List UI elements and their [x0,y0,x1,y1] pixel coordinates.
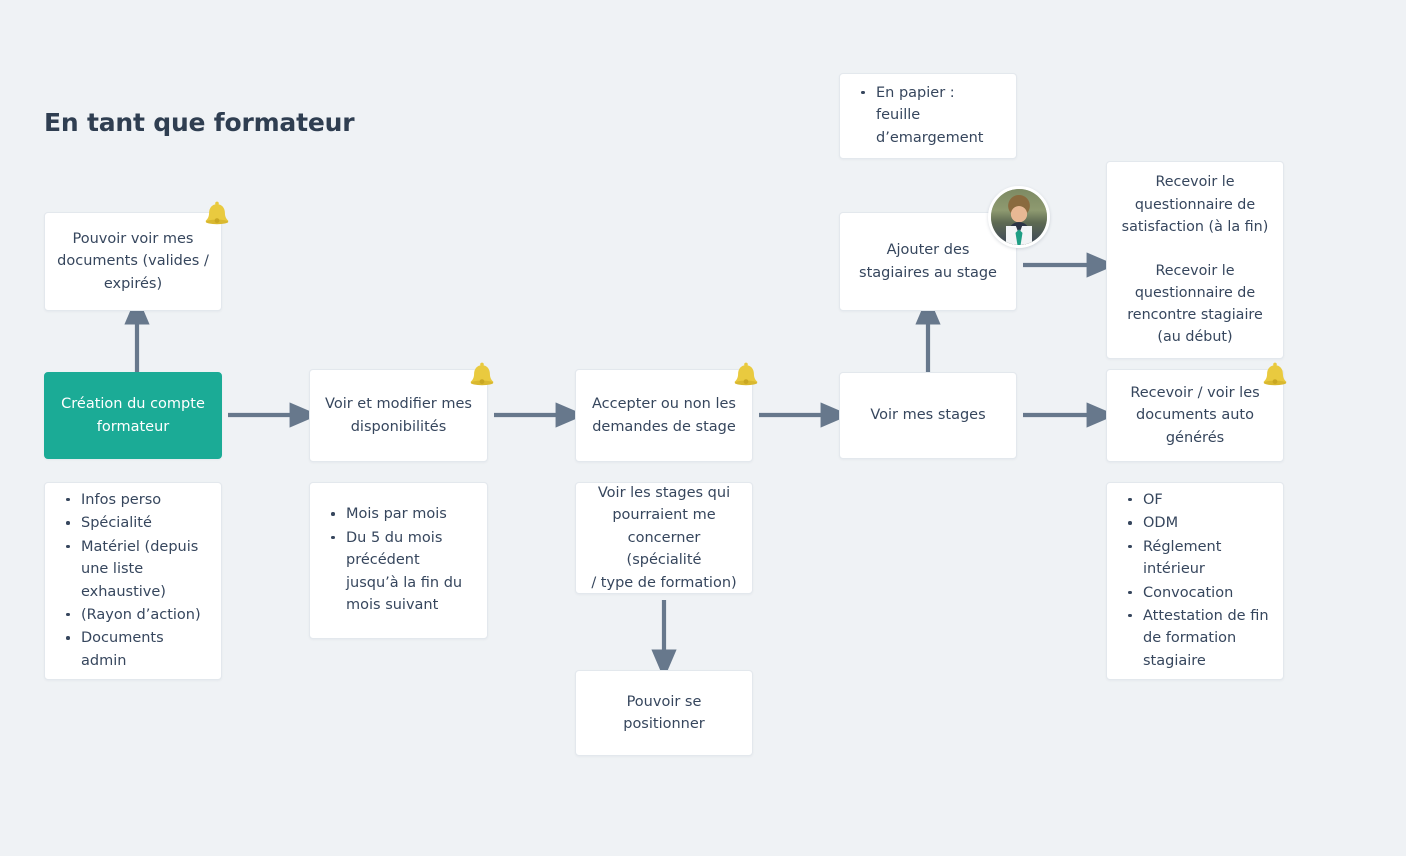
list-document-types: OF ODM Réglement intérieur Convocation A… [1106,482,1284,680]
list-item: Infos perso [66,489,207,511]
node-requests-label: Accepter ou non les demandes de stage [592,396,736,435]
list-account-details: Infos perso Spécialité Matériel (depuis … [44,482,222,680]
list-item: Documents admin [66,627,207,672]
list-item: ODM [1128,512,1269,534]
page-title: En tant que formateur [44,108,355,137]
list-item: Matériel (depuis une liste exhaustive) [66,536,207,603]
node-positioning-label: Pouvoir se positionner [623,693,705,732]
node-add-trainees-label: Ajouter des stagiaires au stage [859,242,997,281]
list-item: Convocation [1128,582,1269,604]
node-my-stages-label: Voir mes stages [870,407,986,424]
list-item: Réglement intérieur [1128,536,1269,581]
avatar-tie [1015,229,1023,245]
list-item: Du 5 du mois précédent jusqu’à la fin du… [331,527,473,617]
list-item: Attestation de fin de formation stagiair… [1128,605,1269,672]
node-account-creation[interactable]: Création du compte formateur [44,372,222,459]
node-auto-documents[interactable]: Recevoir / voir les documents auto génér… [1106,369,1284,462]
list-item: Spécialité [66,512,207,534]
list-paper-details: En papier : feuille d’emargement [839,73,1017,159]
node-relevant-stages-label: Voir les stages qui pourraient me concer… [591,484,737,591]
avatar [988,186,1050,248]
node-add-trainees[interactable]: Ajouter des stagiaires au stage [839,212,1017,311]
node-requests[interactable]: Accepter ou non les demandes de stage [575,369,753,462]
node-my-stages[interactable]: Voir mes stages [839,372,1017,459]
node-auto-documents-label: Recevoir / voir les documents auto génér… [1130,384,1260,446]
node-questionnaires[interactable]: Recevoir le questionnaire de satisfactio… [1106,161,1284,359]
node-documents-view[interactable]: Pouvoir voir mes documents (valides / ex… [44,212,222,311]
list-item: OF [1128,489,1269,511]
list-item: (Rayon d’action) [66,604,207,626]
node-availability-label: Voir et modifier mes disponibilités [325,396,472,435]
node-documents-view-label: Pouvoir voir mes documents (valides / ex… [57,230,209,292]
list-item: En papier : feuille d’emargement [861,82,1002,149]
list-item: Mois par mois [331,503,473,525]
node-positioning[interactable]: Pouvoir se positionner [575,670,753,756]
node-questionnaires-label: Recevoir le questionnaire de satisfactio… [1121,174,1269,346]
node-account-creation-label: Création du compte formateur [61,396,205,435]
list-availability-details: Mois par mois Du 5 du mois précédent jus… [309,482,488,639]
node-availability[interactable]: Voir et modifier mes disponibilités [309,369,488,462]
node-relevant-stages[interactable]: Voir les stages qui pourraient me concer… [575,482,753,594]
